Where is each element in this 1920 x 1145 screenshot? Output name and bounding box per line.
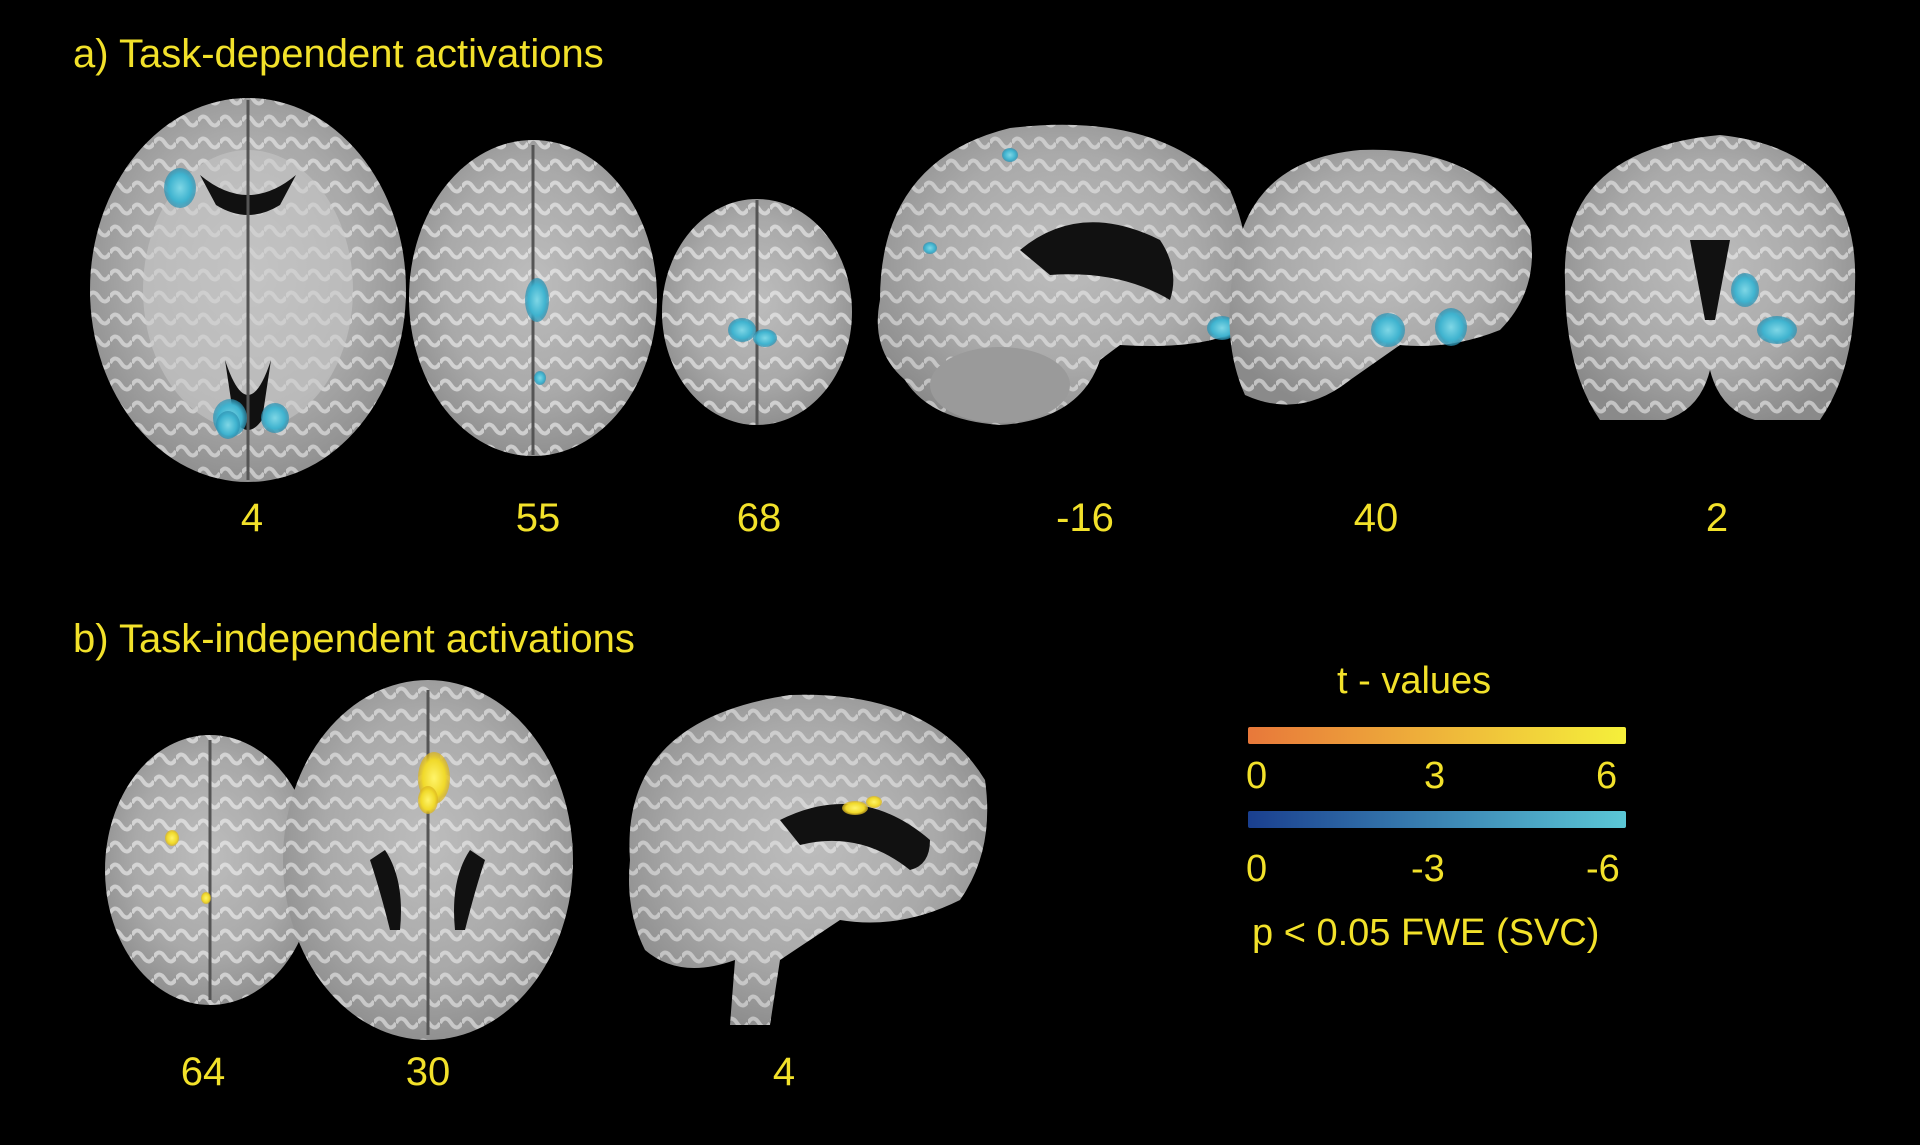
activation-blob: [753, 329, 777, 347]
brain-axial-55: [409, 140, 657, 456]
slice-label: 55: [515, 496, 561, 540]
slice-label: 68: [736, 496, 782, 540]
brain-sagittal-4: [629, 694, 988, 1025]
legend-tick: 0: [1246, 755, 1268, 797]
activation-blob: [418, 786, 438, 814]
legend-tick: 3: [1424, 755, 1446, 797]
activation-blob: [1757, 316, 1797, 344]
activation-blob: [728, 318, 756, 342]
activation-blob: [201, 892, 211, 904]
legend-threshold: p < 0.05 FWE (SVC): [1252, 912, 1600, 954]
activation-blob: [866, 796, 882, 808]
activation-blob: [164, 168, 196, 208]
slice-label: 4: [240, 496, 264, 540]
slice-label: 2: [1705, 496, 1729, 540]
activation-blob: [165, 830, 179, 846]
activation-blob: [525, 278, 549, 322]
panel-b-title: b) Task-independent activations: [73, 617, 635, 661]
activation-blob: [842, 801, 868, 815]
activation-blob: [1371, 313, 1405, 347]
activation-blob: [1731, 273, 1759, 307]
activation-blob: [261, 403, 289, 433]
activation-blob: [1002, 148, 1018, 162]
brain-sagittal-minus-16: [877, 124, 1248, 425]
brain-coronal-2: [1564, 135, 1856, 420]
activation-blob: [216, 411, 240, 439]
legend-title: t - values: [1337, 660, 1492, 702]
slice-label: 4: [772, 1050, 796, 1094]
legend-tick: 6: [1596, 755, 1618, 797]
legend-tick: -6: [1586, 848, 1620, 890]
legend-tick: 0: [1246, 848, 1268, 890]
brain-axial-68: [662, 199, 852, 425]
slice-label: 64: [180, 1050, 226, 1094]
brain-sagittal-40: [1229, 149, 1532, 405]
activation-blob: [534, 371, 546, 385]
negative-colorbar: [1248, 811, 1626, 828]
activation-blob: [1435, 308, 1467, 346]
brain-axial-64: [105, 735, 315, 1005]
slice-label: 30: [405, 1050, 451, 1094]
legend-tick: -3: [1411, 848, 1445, 890]
brain-axial-4: [90, 98, 406, 482]
activation-blob: [923, 242, 937, 254]
slice-label: 40: [1353, 496, 1399, 540]
brain-axial-30: [283, 680, 573, 1040]
positive-colorbar: [1248, 727, 1626, 744]
panel-a-title: a) Task-dependent activations: [73, 32, 604, 76]
slice-label: -16: [1056, 496, 1114, 540]
